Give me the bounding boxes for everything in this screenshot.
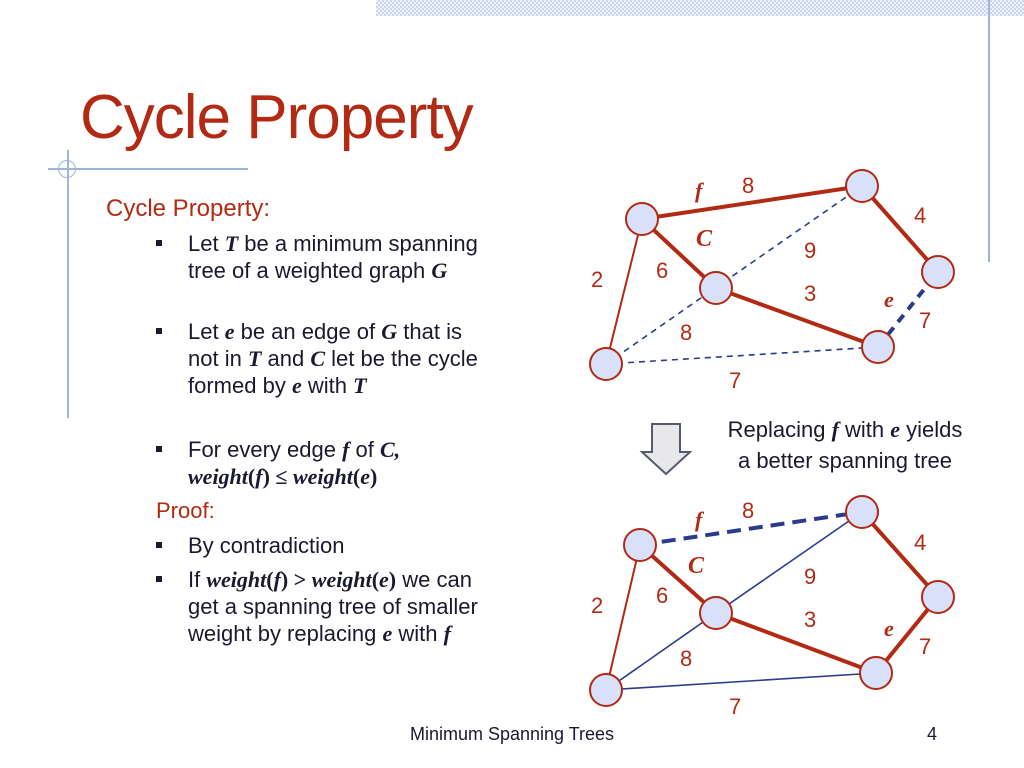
weight-label-D-B: 9 <box>804 564 816 589</box>
edge-label-f: f <box>695 507 705 532</box>
node-A <box>623 528 657 562</box>
weight-label-A-D: 6 <box>656 583 668 608</box>
left-vertical-line <box>67 150 69 418</box>
cycle-label: C <box>696 226 713 252</box>
top-decoration-band <box>376 0 1024 16</box>
weight-label-A-B: 8 <box>742 498 754 523</box>
graph-before: 8 4 6 3 2 9 7 8 7 f e C <box>589 169 955 393</box>
edge-A-F <box>605 544 641 691</box>
edge-B-C <box>860 184 940 274</box>
top-horizontal-line <box>48 168 248 170</box>
weight-label-E-C: 7 <box>919 634 931 659</box>
edge-F-E <box>605 346 879 365</box>
weight-label-D-F: 8 <box>680 320 692 345</box>
edge-B-C <box>860 510 940 599</box>
edge-D-E <box>715 611 877 675</box>
node-E <box>859 656 893 690</box>
weight-label-B-C: 4 <box>914 203 926 228</box>
graph-after: 8 4 6 3 2 9 7 8 7 f e C <box>589 495 955 719</box>
edge-label-f: f <box>695 178 705 203</box>
weight-label-B-C: 4 <box>914 530 926 555</box>
edge-D-F <box>605 612 717 691</box>
page-number: 4 <box>926 724 937 744</box>
edge-F-E <box>605 672 877 691</box>
corner-decoration-circle <box>58 160 76 178</box>
node-C <box>921 580 955 614</box>
node-E <box>861 330 895 364</box>
edge-D-B <box>715 511 863 614</box>
edge-F-B <box>605 185 863 365</box>
theorem-heading: Cycle Property: <box>106 195 271 222</box>
node-A <box>625 202 659 236</box>
slide-title: Cycle Property <box>80 83 474 152</box>
node-D <box>699 596 733 630</box>
edge-label-e: e <box>884 616 894 641</box>
proof-heading: Proof: <box>156 498 215 523</box>
weight-label-A-B: 8 <box>742 173 754 198</box>
edge-D-E <box>715 286 879 349</box>
node-D <box>699 271 733 305</box>
weight-label-D-E: 3 <box>804 607 816 632</box>
footer-title: Minimum Spanning Trees <box>409 724 615 744</box>
node-F <box>589 347 623 381</box>
bullet-mark <box>156 446 162 452</box>
weight-label-F-E: 7 <box>729 368 741 393</box>
down-arrow-icon <box>639 423 693 476</box>
weight-label-F-E: 7 <box>729 694 741 719</box>
node-C <box>921 255 955 289</box>
weight-label-D-E: 3 <box>804 281 816 306</box>
bullet-mark <box>156 542 162 548</box>
bullet-mark <box>156 328 162 334</box>
weight-label-A-D: 6 <box>656 258 668 283</box>
edge-A-B <box>639 510 863 547</box>
node-B <box>845 495 879 529</box>
bullet-mark <box>156 576 162 582</box>
edge-label-e: e <box>884 287 894 312</box>
cycle-label: C <box>688 553 705 579</box>
weight-label-A-F: 2 <box>591 593 603 618</box>
bullet-mark <box>156 240 162 246</box>
node-F <box>589 673 623 707</box>
edge-A-B <box>641 184 863 221</box>
node-B <box>845 169 879 203</box>
weight-label-F-B: 9 <box>804 238 816 263</box>
edge-A-F <box>605 218 643 365</box>
weight-label-E-C: 7 <box>919 308 931 333</box>
weight-label-D-F: 8 <box>680 646 692 671</box>
right-vertical-line <box>988 0 990 262</box>
weight-label-A-F: 2 <box>591 267 603 292</box>
